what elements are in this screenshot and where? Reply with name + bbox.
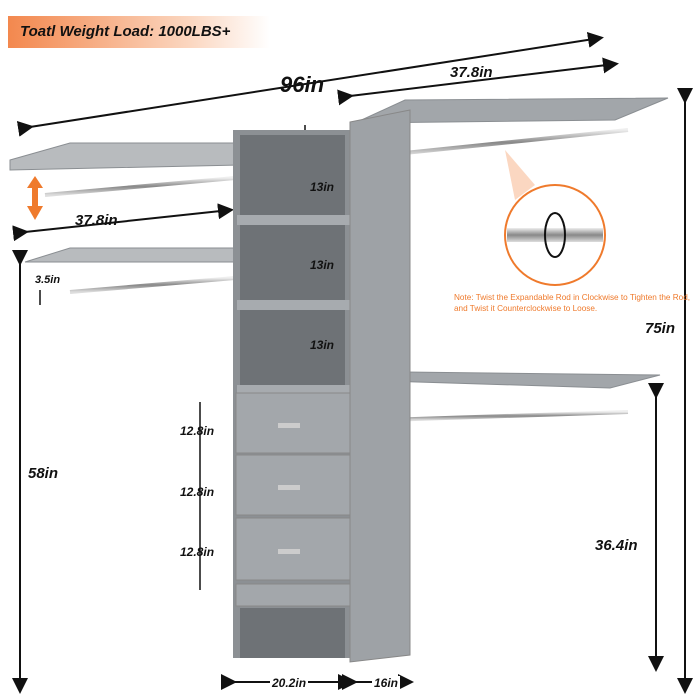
lower-left-height-label: 58in: [28, 465, 59, 482]
lower-right-height-label: 36.4in: [595, 537, 638, 554]
cubby-1-label: 13in: [310, 180, 335, 194]
adjust-height-arrow-icon: [27, 176, 43, 220]
shelves: [9, 97, 669, 389]
rod-note: Note: Twist the Expandable Rod in Clockw…: [454, 293, 691, 313]
cubby-3-label: 13in: [310, 338, 335, 352]
drawer-3-label: 12.8in: [180, 545, 215, 559]
shelf-gap-label: 3.5in: [35, 274, 61, 286]
drawer-handle-2: [278, 485, 300, 490]
tower-width-label: 20.2in: [270, 676, 309, 690]
weight-load-badge: Toatl Weight Load: 1000LBS+: [8, 16, 270, 48]
right-shelf-width-label: 37.8in: [450, 64, 493, 81]
hanging-rods: [44, 128, 629, 422]
total-width-label: 96in: [280, 72, 325, 97]
rod-detail-inset: [504, 150, 606, 286]
drawer-1-label: 12.8in: [180, 424, 215, 438]
weight-load-text: Toatl Weight Load: 1000LBS+: [20, 23, 231, 40]
side-column-width-label: 16in: [372, 676, 401, 690]
drawer-handle-3: [278, 549, 300, 554]
left-shelf-width-label: 37.8in: [75, 212, 118, 229]
closet-tower: [233, 109, 411, 663]
total-height-label: 75in: [645, 320, 676, 337]
drawer-2-label: 12.8in: [180, 485, 215, 499]
dimension-lines: [12, 31, 693, 694]
drawer-handle-1: [278, 423, 300, 428]
cubby-2-label: 13in: [310, 258, 335, 272]
